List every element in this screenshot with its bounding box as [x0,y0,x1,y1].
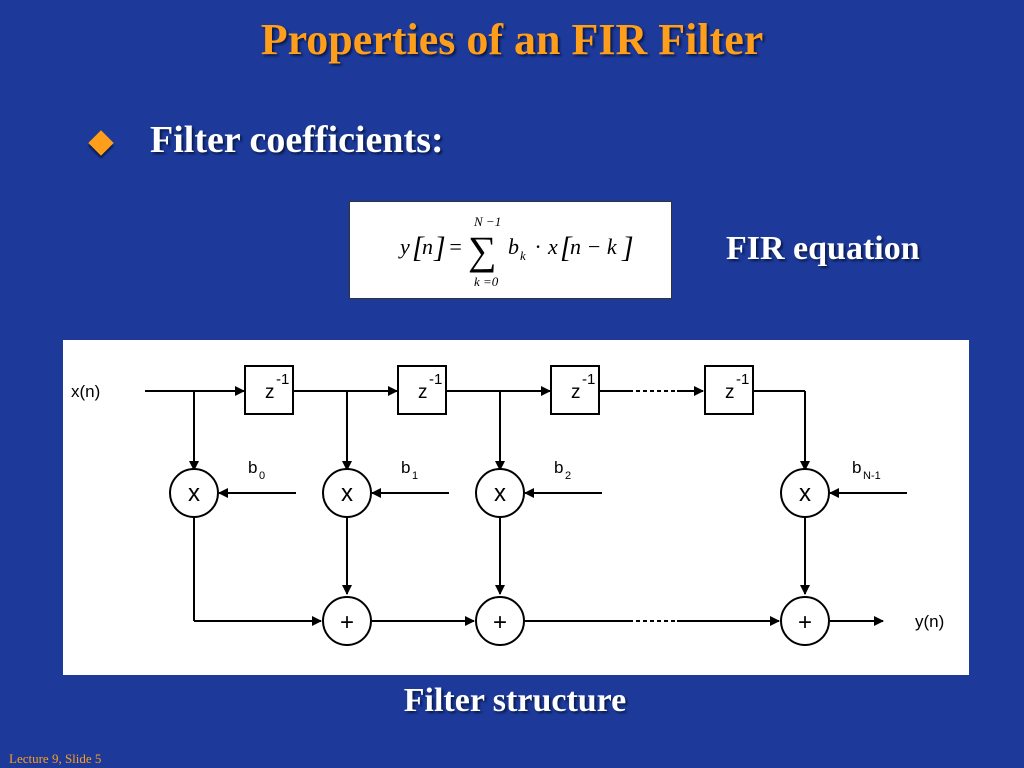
slide-footer: Lecture 9, Slide 5 [9,751,102,766]
eq-bracket-open-2: [ [560,231,573,264]
bullet-text: Filter coefficients: [150,119,444,161]
coef-label-b0: b 0 [248,458,265,482]
equation-label: FIR equation [726,230,920,267]
eq-b: b [508,234,519,259]
diagram-caption: Filter structure [403,682,627,719]
eq-sum-upper: N −1 [473,214,501,229]
diamond-bullet-icon [88,130,114,156]
multiplier-1: x [169,468,219,518]
eq-equals: = [448,234,463,259]
svg-text:x: x [341,480,353,507]
delay-block-2: z -1 [397,365,447,415]
svg-text:x: x [188,480,200,507]
eq-x: x [547,234,558,259]
svg-text:b: b [554,458,563,477]
eq-y: y [398,234,410,259]
multiplier-3: x [475,468,525,518]
svg-text:z: z [571,382,581,403]
adder-3: + [780,596,830,646]
multiplier-4: x [780,468,830,518]
slide-title: Properties of an FIR Filter [260,15,764,64]
svg-text:+: + [340,609,354,636]
eq-b-sub: k [520,248,526,263]
delay-line [145,386,907,626]
fir-equation: y [ n ] = N −1 ∑ k =0 b k · x [ n − k ] [398,214,634,289]
adder-2: + [475,596,525,646]
coef-label-bN-1: b N-1 [852,458,881,482]
filter-structure-svg: x(n) [71,365,944,646]
eq-dot: · [535,234,541,259]
coef-label-b2: b 2 [554,458,571,482]
delay-block-1: z -1 [244,365,294,415]
equation-box: y [ n ] = N −1 ∑ k =0 b k · x [ n − k ] [349,201,672,299]
svg-text:-1: -1 [276,371,289,388]
svg-text:1: 1 [412,470,418,482]
output-label: y(n) [915,612,944,631]
eq-sum-lower: k =0 [474,274,499,289]
svg-text:-1: -1 [429,371,442,388]
eq-bracket-open: [ [412,231,425,264]
coef-label-b1: b 1 [401,458,418,482]
svg-text:+: + [798,609,812,636]
svg-text:z: z [265,382,275,403]
delay-block-4: z -1 [704,365,754,415]
adder-1: + [322,596,372,646]
eq-bracket-close: ] [433,231,446,264]
eq-n: n [422,234,433,259]
input-label: x(n) [71,382,100,401]
svg-text:b: b [248,458,257,477]
svg-text:N-1: N-1 [863,470,881,482]
eq-sigma: ∑ [468,228,497,273]
svg-text:z: z [725,382,735,403]
delay-block-3: z -1 [550,365,600,415]
svg-text:x: x [799,480,811,507]
svg-text:-1: -1 [582,371,595,388]
svg-text:-1: -1 [736,371,749,388]
svg-text:x: x [494,480,506,507]
svg-text:2: 2 [565,470,571,482]
eq-bracket-close-2: ] [621,231,634,264]
svg-text:b: b [852,458,861,477]
filter-diagram: x(n) [63,340,969,675]
svg-text:z: z [418,382,428,403]
svg-text:+: + [493,609,507,636]
multiplier-2: x [322,468,372,518]
svg-text:b: b [401,458,410,477]
svg-text:0: 0 [259,470,265,482]
eq-n-minus-k: n − k [570,234,618,259]
